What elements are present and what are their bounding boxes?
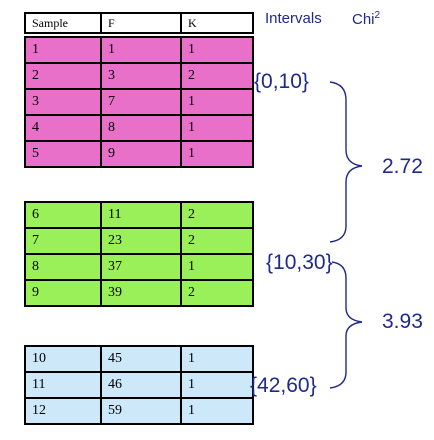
cell-f: 23 [100,227,182,255]
chi-value-2: 3.93 [382,310,423,333]
cell-sample: 1 [24,36,102,64]
cell-sample: 6 [24,201,102,229]
chi-value-1: 2.72 [382,155,423,178]
cell-f: 59 [100,397,182,425]
chi-heading: Chi2 [352,10,380,28]
cell-sample: 5 [24,140,102,168]
cell-k: 2 [180,227,254,255]
brace-top [329,81,363,243]
cell-sample: 8 [24,253,102,281]
interval-label-3: {42,60} [250,374,317,397]
cell-k: 2 [180,201,254,229]
cell-k: 1 [180,397,254,425]
cell-f: 8 [100,114,182,142]
cell-sample: 4 [24,114,102,142]
cell-k: 2 [180,279,254,307]
header-row: Sample F K [24,12,254,34]
cell-f: 3 [100,62,182,90]
cell-sample: 12 [24,397,102,425]
cell-k: 1 [180,88,254,116]
header-k: K [180,12,254,34]
cell-k: 1 [180,371,254,399]
cell-k: 2 [180,62,254,90]
cell-k: 1 [180,114,254,142]
cell-k: 1 [180,140,254,168]
intervals-heading: Intervals [265,10,322,27]
cell-f: 7 [100,88,182,116]
cell-f: 11 [100,201,182,229]
brace-bottom [329,261,363,389]
cell-f: 37 [100,253,182,281]
cell-f: 1 [100,36,182,64]
cell-k: 1 [180,345,254,373]
header-sample: Sample [24,12,102,34]
cell-k: 1 [180,36,254,64]
chi-heading-sup: 2 [374,10,381,21]
cell-sample: 3 [24,88,102,116]
cell-f: 9 [100,140,182,168]
cell-sample: 9 [24,279,102,307]
cell-k: 1 [180,253,254,281]
cell-sample: 7 [24,227,102,255]
interval-label-2: {10,30} [266,251,333,274]
cell-sample: 10 [24,345,102,373]
interval-label-1: {0,10} [254,70,309,93]
chi-heading-text: Chi [352,11,375,28]
cell-sample: 11 [24,371,102,399]
cell-sample: 2 [24,62,102,90]
cell-f: 39 [100,279,182,307]
header-table: Sample F K [24,12,254,34]
cell-f: 45 [100,345,182,373]
header-f: F [100,12,182,34]
cell-f: 46 [100,371,182,399]
